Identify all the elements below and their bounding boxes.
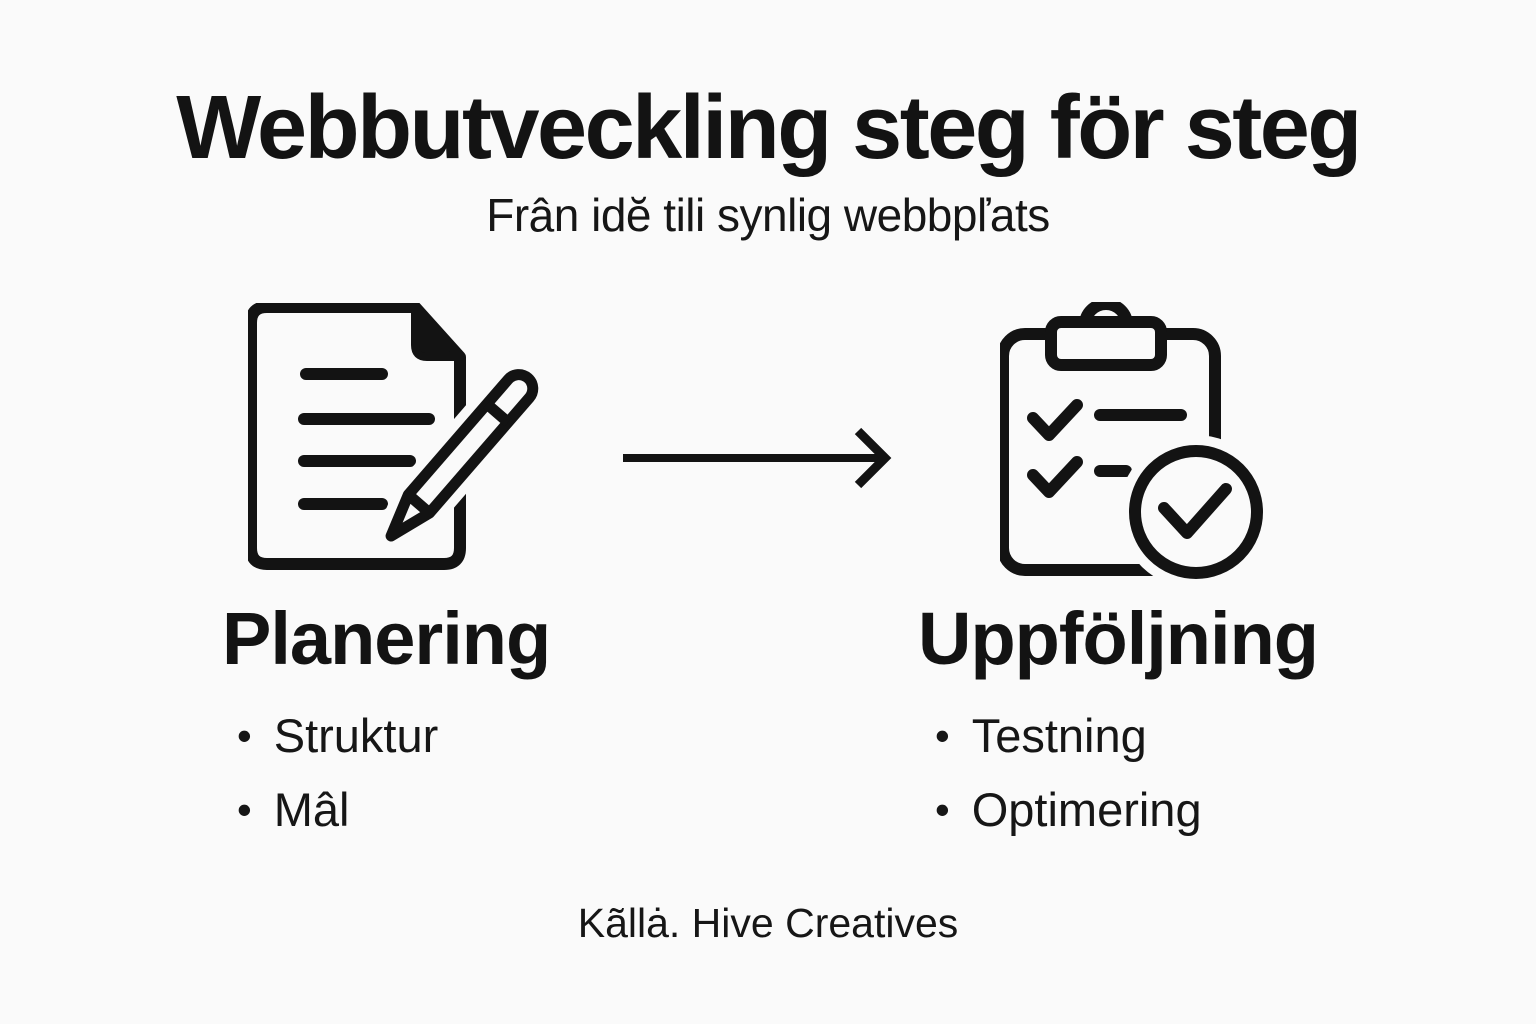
bullet-dot: • [935, 786, 950, 833]
arrow-right-icon [618, 425, 903, 491]
step-label-uppfoljning: Uppföljning [918, 597, 1319, 680]
page-title: Webbutveckling steg för steg [176, 78, 1362, 178]
clipboard-check-icon [1000, 302, 1264, 587]
step-label-planering: Planering [222, 597, 551, 680]
page-subtitle: Frân idĕ tili synlig webbpľats [486, 189, 1050, 241]
list-item: • Optimering [935, 786, 1202, 833]
list-item: • Mâl [237, 786, 438, 833]
planering-bullet-list: • Struktur • Mâl [237, 712, 438, 860]
bullet-dot: • [935, 712, 950, 759]
bullet-text: Mâl [273, 783, 350, 836]
bullet-dot: • [237, 712, 252, 759]
bullet-dot: • [237, 786, 252, 833]
bullet-text: Testning [971, 709, 1147, 762]
bullet-text: Optimering [971, 783, 1202, 836]
uppfoljning-bullet-list: • Testning • Optimering [935, 712, 1202, 860]
bullet-text: Struktur [273, 709, 439, 762]
document-pencil-icon [248, 303, 553, 573]
list-item: • Struktur [237, 712, 438, 759]
source-credit: Kãllȧ. Hive Creatives [577, 900, 959, 946]
list-item: • Testning [935, 712, 1202, 759]
